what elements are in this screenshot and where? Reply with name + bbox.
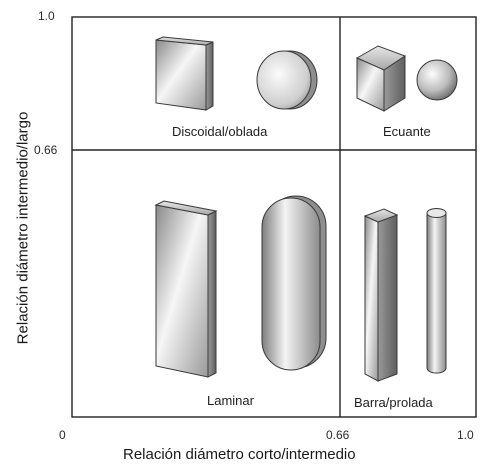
region-label-laminar: Laminar — [207, 393, 254, 408]
prolate-bar-shape — [363, 208, 399, 382]
region-label-prolate: Barra/prolada — [354, 395, 433, 410]
x-tick-0: 0 — [59, 428, 66, 442]
y-tick-1: 1.0 — [38, 9, 55, 23]
y-axis-title: Relación diámetro intermedio/largo — [14, 111, 32, 345]
plot-frame — [71, 16, 477, 418]
laminar-oblong-shape — [261, 195, 327, 371]
discoidal-slab-shape — [155, 36, 214, 111]
equant-sphere-shape — [416, 59, 458, 101]
x-axis-title: Relación diámetro corto/intermedio — [123, 446, 356, 463]
x-tick-1: 1.0 — [457, 428, 474, 442]
region-label-equant: Ecuante — [383, 124, 431, 139]
discoidal-disc-shape — [256, 50, 318, 110]
y-tick-066: 0.66 — [34, 143, 58, 157]
prolate-rod-shape — [426, 208, 447, 374]
laminar-plate-shape — [154, 200, 218, 378]
region-label-discoidal: Discoidal/oblada — [172, 124, 268, 139]
equant-cube-shape — [355, 45, 407, 112]
x-tick-066: 0.66 — [326, 428, 350, 442]
